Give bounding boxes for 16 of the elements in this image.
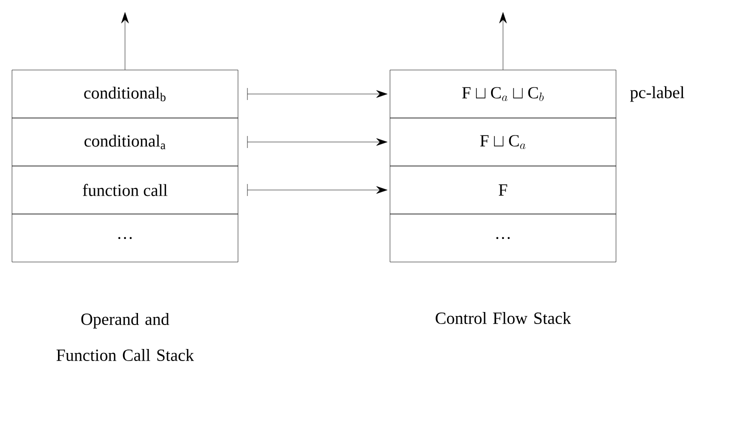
stack-cell: conditional$_{a}$ bbox=[12, 118, 238, 166]
arrow bbox=[121, 12, 129, 70]
stack-cell: $\mathrm{F} \sqcup \mathrm{C}_a \sqcup \mathrm{C}_b$ bbox=[390, 70, 616, 118]
stack-cell: … bbox=[390, 214, 616, 262]
stack-cell: $\mathrm{F}$ bbox=[390, 166, 616, 214]
arrow bbox=[499, 12, 507, 70]
stack-cell: $\mathrm{F} \sqcup \mathrm{C}_a$ bbox=[390, 118, 616, 166]
arrow bbox=[247, 88, 388, 100]
stack-caption: Operand and Function Call Stack bbox=[56, 313, 194, 361]
side-label: pc-label bbox=[630, 86, 684, 102]
stack-caption: Control Flow Stack bbox=[436, 312, 571, 324]
arrow bbox=[247, 184, 388, 196]
arrow bbox=[247, 136, 388, 148]
stack-cell: … bbox=[12, 214, 238, 262]
stack-cell: function call bbox=[12, 166, 238, 214]
stack-cell: conditional$_{b}$ bbox=[12, 70, 238, 118]
